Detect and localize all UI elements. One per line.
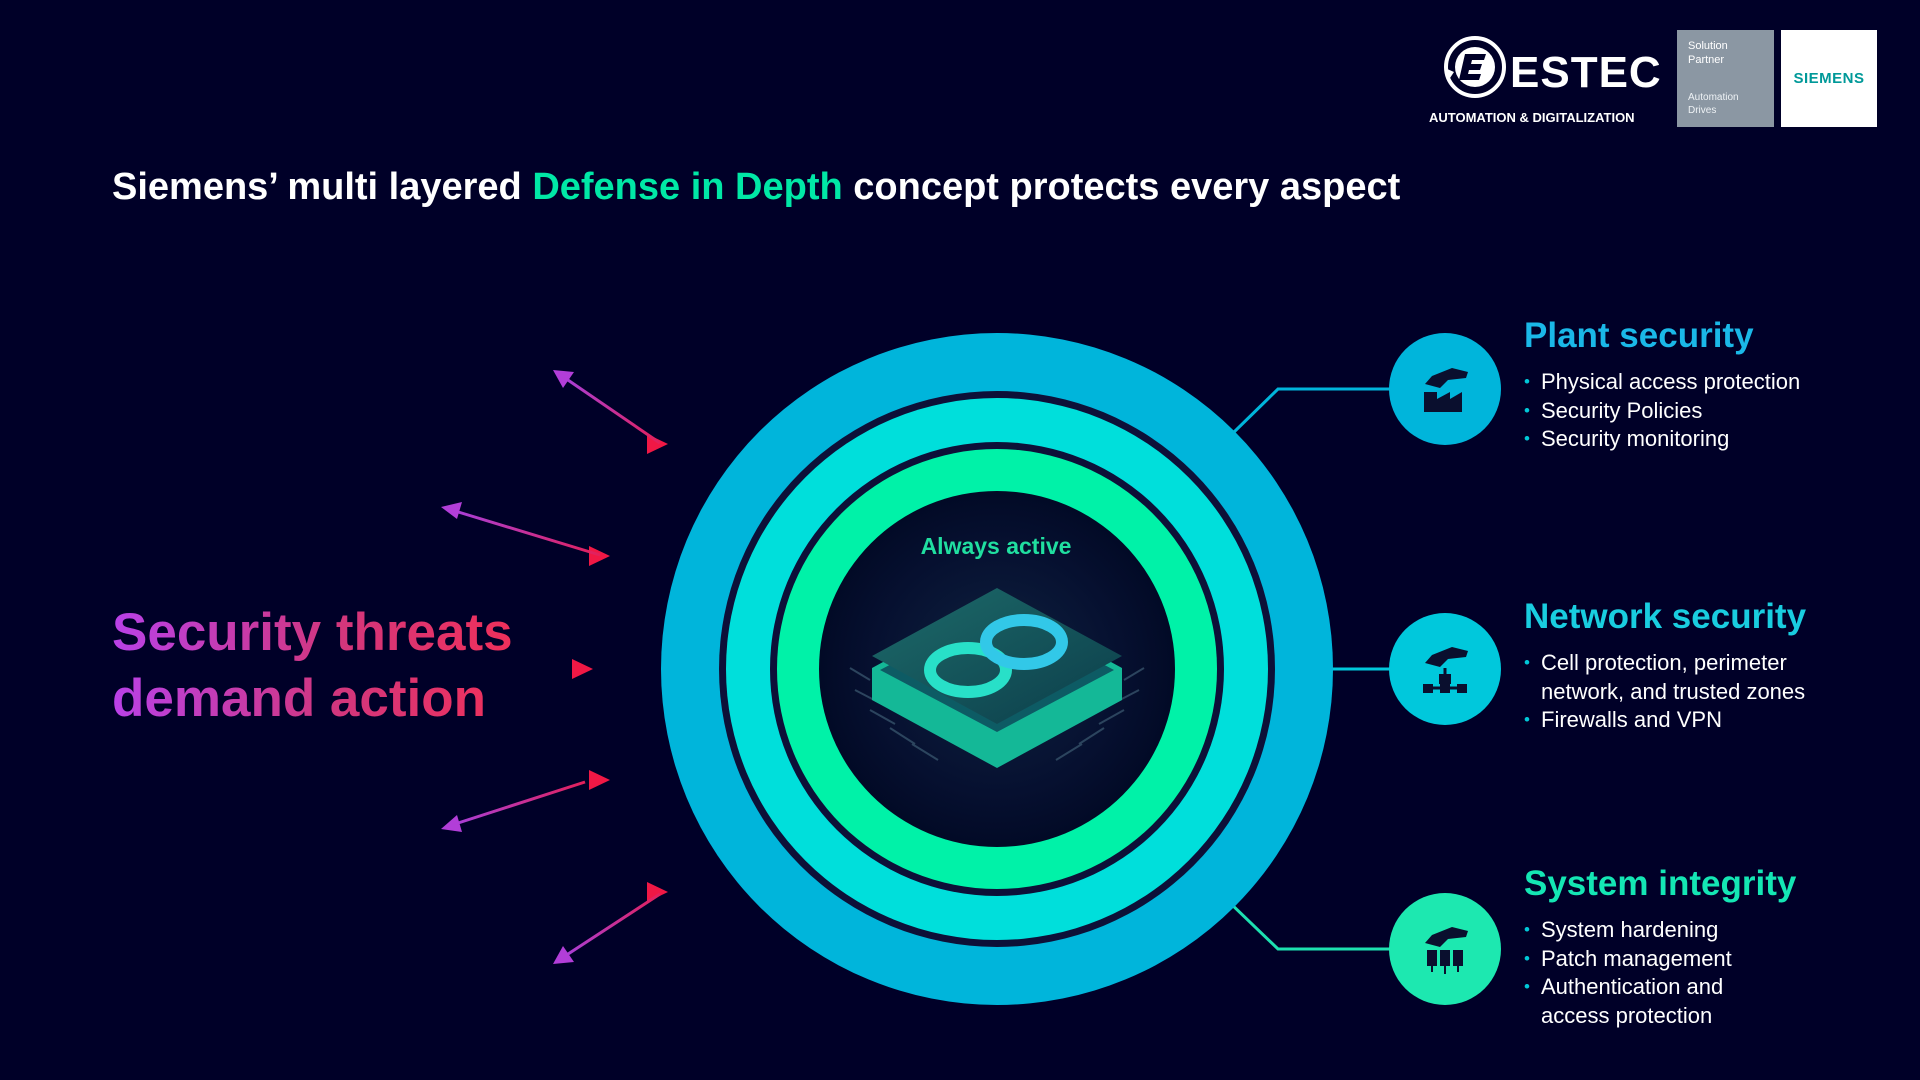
threat-arrow-4 <box>50 770 610 790</box>
deflected-arrow-3 <box>441 780 586 832</box>
core-label: Always active <box>920 533 1072 559</box>
solution-partner-badge: Solution Partner Automation Drives <box>1677 30 1774 127</box>
layer-title: System integrity <box>1524 864 1797 903</box>
bullet-item: Physical access protection <box>1524 368 1800 397</box>
layer-bullets: System hardening Patch management Authen… <box>1524 916 1796 1030</box>
deflected-arrow-1 <box>553 370 661 445</box>
estec-name: ESTEC <box>1510 48 1662 97</box>
bullet-item-continuation: access protection <box>1524 1002 1796 1031</box>
bullet-item: Security Policies <box>1524 397 1800 426</box>
logo-bar: ESTEC AUTOMATION & DIGITALIZATION Soluti… <box>1420 30 1880 130</box>
threats-line-2: demand action <box>112 669 487 728</box>
connector-plant <box>1230 387 1390 436</box>
bullet-item: Patch management <box>1524 945 1796 974</box>
siemens-wordmark: SIEMENS <box>1793 70 1865 87</box>
siemens-logo: SIEMENS <box>1781 30 1877 127</box>
partner-line-4: Drives <box>1688 105 1717 116</box>
threats-statement: Security threats demand action <box>112 600 513 732</box>
title-prefix: Siemens’ multi layered <box>112 166 533 208</box>
bullet-item: Cell protection, perimeter <box>1524 649 1806 678</box>
bullet-continuation-text: access protection <box>1541 1002 1713 1028</box>
layer-bullets: Cell protection, perimeter network, and … <box>1524 649 1806 735</box>
system-integrity-icon <box>1389 893 1501 1005</box>
plant-security-icon <box>1389 333 1501 445</box>
estec-logo: ESTEC AUTOMATION & DIGITALIZATION <box>1420 30 1661 130</box>
always-active-chip-icon <box>849 588 1145 768</box>
bullet-continuation-text: network, and trusted zones <box>1541 678 1806 704</box>
estec-emblem-icon <box>1444 36 1506 98</box>
layer-system-integrity: System integrity System hardening Patch … <box>1524 864 1796 1030</box>
layer-bullets: Physical access protection Security Poli… <box>1524 368 1800 454</box>
bullet-item-continuation: network, and trusted zones <box>1524 678 1806 707</box>
threat-arrow-3 <box>50 659 593 679</box>
partner-line-1: Solution <box>1688 40 1728 52</box>
bullet-item: Firewalls and VPN <box>1524 706 1806 735</box>
deflected-arrow-2 <box>441 502 601 557</box>
bullet-item: System hardening <box>1524 916 1796 945</box>
partner-line-3: Automation <box>1688 92 1739 103</box>
threats-line-1: Security threats <box>112 603 513 662</box>
layer-plant-security: Plant security Physical access protectio… <box>1524 316 1800 454</box>
bullet-item: Authentication and <box>1524 973 1796 1002</box>
title-suffix: concept protects every aspect <box>842 166 1401 208</box>
threat-arrow-5 <box>50 882 668 902</box>
partner-line-2: Partner <box>1688 54 1725 66</box>
threat-arrow-1 <box>50 434 668 454</box>
threat-arrow-2 <box>50 546 610 566</box>
page-title: Siemens’ multi layered Defense in Depth … <box>112 166 1400 209</box>
layer-title: Network security <box>1524 597 1807 636</box>
estec-tagline: AUTOMATION & DIGITALIZATION <box>1429 110 1635 125</box>
deflected-arrow-4 <box>553 892 661 964</box>
network-security-icon <box>1389 613 1501 725</box>
bullet-item: Security monitoring <box>1524 425 1800 454</box>
threat-arrows <box>50 370 668 964</box>
title-highlight: Defense in Depth <box>532 166 843 208</box>
layer-title: Plant security <box>1524 316 1754 355</box>
layer-network-security: Network security Cell protection, perime… <box>1524 597 1806 735</box>
